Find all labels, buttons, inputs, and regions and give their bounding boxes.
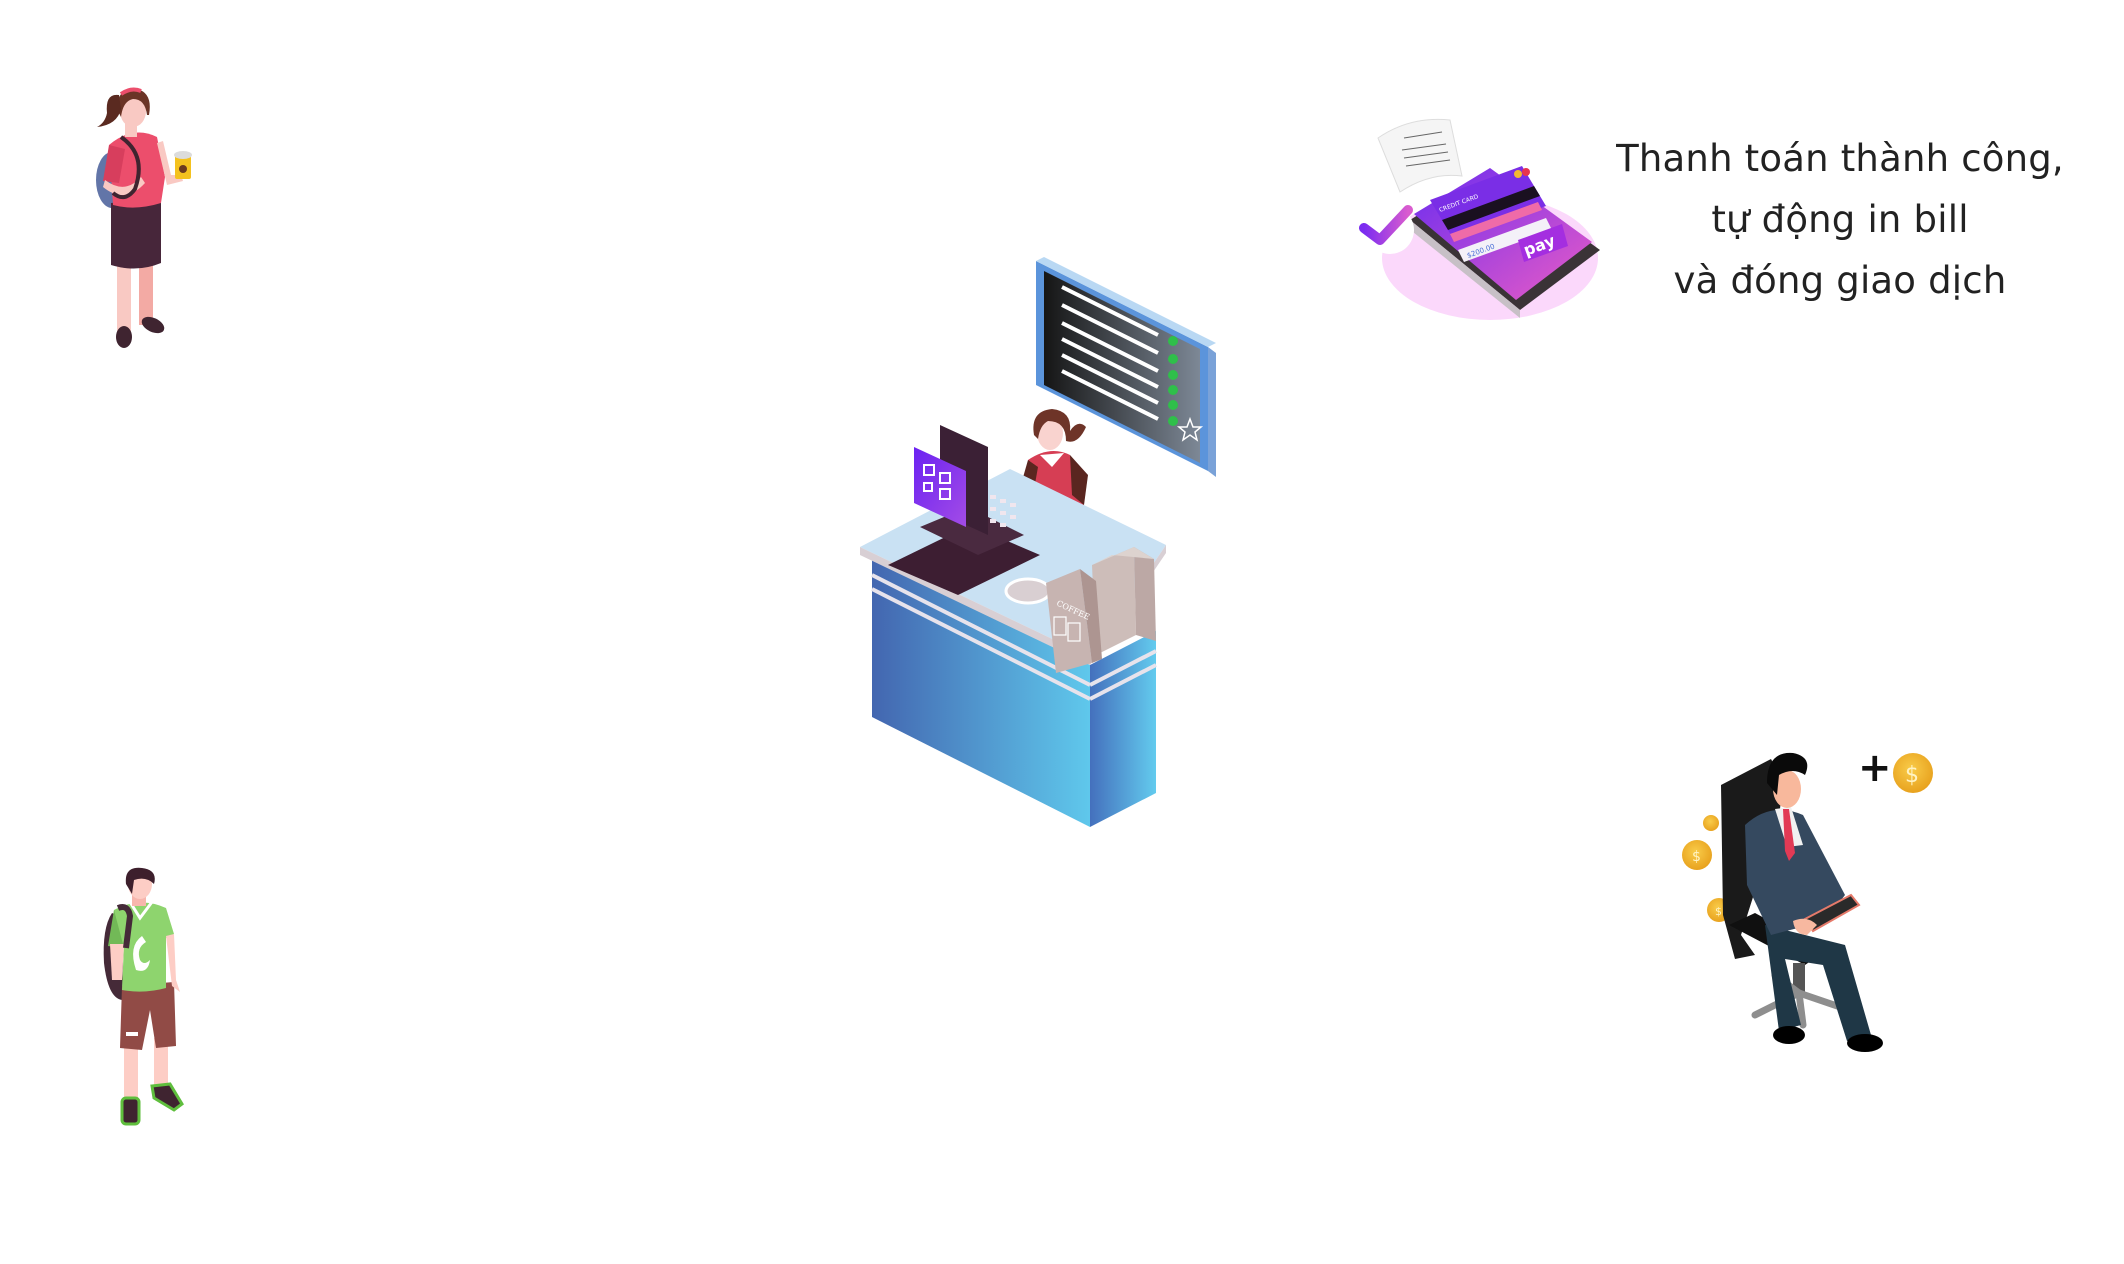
svg-text:$: $ bbox=[1692, 849, 1701, 865]
reward-coin-icon: $ bbox=[1893, 753, 1933, 793]
shorts-patch bbox=[126, 1032, 138, 1036]
svg-text:$: $ bbox=[1715, 905, 1722, 918]
receipt-barcode bbox=[1401, 131, 1451, 167]
ponytail bbox=[97, 94, 121, 127]
collar bbox=[128, 901, 154, 921]
hair bbox=[125, 867, 155, 894]
shirt-sleeve bbox=[103, 145, 125, 183]
arm-right bbox=[166, 934, 180, 992]
coin-icon bbox=[1703, 815, 1719, 831]
caption-line-3: và đóng giao dịch bbox=[1673, 259, 2007, 302]
customer-girl-illustration bbox=[96, 87, 192, 348]
caption-line-1: Thanh toán thành công, bbox=[1616, 137, 2064, 180]
card-chip-dot-2 bbox=[1522, 168, 1530, 176]
hand bbox=[1793, 918, 1817, 935]
coffee-bag: COFFEE bbox=[1046, 569, 1102, 673]
cashier-sleeve-right bbox=[1070, 455, 1088, 505]
cup-logo bbox=[179, 165, 187, 173]
coin-dollar-symbol: $ bbox=[1905, 763, 1919, 788]
shoe-right bbox=[150, 1082, 184, 1112]
shoe-right bbox=[1847, 1034, 1883, 1052]
shorts bbox=[120, 982, 176, 1050]
shoe-left bbox=[120, 1096, 141, 1126]
cashier-counter-illustration: COFFEE bbox=[860, 257, 1216, 827]
necktie bbox=[1783, 809, 1795, 861]
phone-payment-illustration: CREDIT CARD $200.00 pay bbox=[1359, 118, 1600, 320]
amount-field bbox=[1458, 218, 1552, 262]
skirt bbox=[111, 197, 161, 269]
tray bbox=[1004, 577, 1052, 605]
face bbox=[1773, 770, 1801, 808]
counter-side bbox=[1090, 631, 1156, 827]
qr-screen bbox=[914, 447, 966, 527]
check-icon bbox=[1168, 354, 1178, 364]
card-signature bbox=[1450, 202, 1542, 242]
tshirt-sleeve bbox=[108, 910, 124, 948]
face bbox=[120, 95, 146, 127]
check-icon bbox=[1168, 385, 1178, 395]
menu-lines bbox=[1061, 285, 1159, 421]
arm-right bbox=[157, 141, 183, 185]
shoe-left bbox=[1773, 1026, 1805, 1044]
check-icon bbox=[1359, 205, 1413, 245]
cashier-collar bbox=[1040, 453, 1064, 467]
shoe-left bbox=[116, 326, 132, 348]
leg-right bbox=[154, 1038, 168, 1090]
customer-boy-illustration bbox=[103, 867, 184, 1126]
menu-checkmarks bbox=[1168, 336, 1178, 426]
card-stripe bbox=[1442, 186, 1540, 230]
coin-icon: $ bbox=[1682, 840, 1712, 870]
qr-code-icon bbox=[923, 464, 951, 500]
leg-left bbox=[117, 260, 131, 332]
trousers bbox=[1765, 925, 1871, 1041]
hair bbox=[117, 88, 150, 117]
backpack-strap bbox=[111, 135, 141, 200]
businessman-illustration: $ $ $ bbox=[1682, 752, 1933, 1052]
counter-front bbox=[872, 555, 1090, 827]
leg-left bbox=[124, 1040, 138, 1102]
caption-line-2: tự động in bill bbox=[1711, 198, 1969, 241]
counter bbox=[860, 469, 1166, 827]
cashier-hair bbox=[1033, 409, 1086, 442]
coffee-bag bbox=[1092, 547, 1156, 655]
cup-lid bbox=[174, 151, 192, 159]
plus-icon: + bbox=[1858, 745, 1892, 791]
chair-stem bbox=[1793, 963, 1805, 993]
arm-left bbox=[110, 944, 124, 980]
success-caption: Thanh toán thành công, tự động in bill v… bbox=[1600, 128, 2080, 311]
menu-board bbox=[1036, 257, 1216, 477]
check-icon bbox=[1168, 416, 1178, 426]
tshirt-logo bbox=[133, 936, 150, 971]
hair bbox=[1767, 752, 1808, 795]
cash-register bbox=[888, 425, 1040, 595]
suit-jacket bbox=[1745, 809, 1845, 935]
register-keypad bbox=[990, 495, 1016, 527]
headband bbox=[119, 87, 142, 96]
star-icon bbox=[1176, 416, 1204, 442]
check-icon bbox=[1168, 370, 1178, 380]
card-chip-dot bbox=[1514, 170, 1522, 178]
check-icon bbox=[1168, 336, 1178, 346]
leg-right bbox=[139, 260, 153, 325]
shoe-right bbox=[141, 316, 165, 334]
backpack-strap bbox=[116, 904, 134, 949]
check-icon bbox=[1168, 400, 1178, 410]
phone-edge bbox=[1408, 220, 1520, 318]
